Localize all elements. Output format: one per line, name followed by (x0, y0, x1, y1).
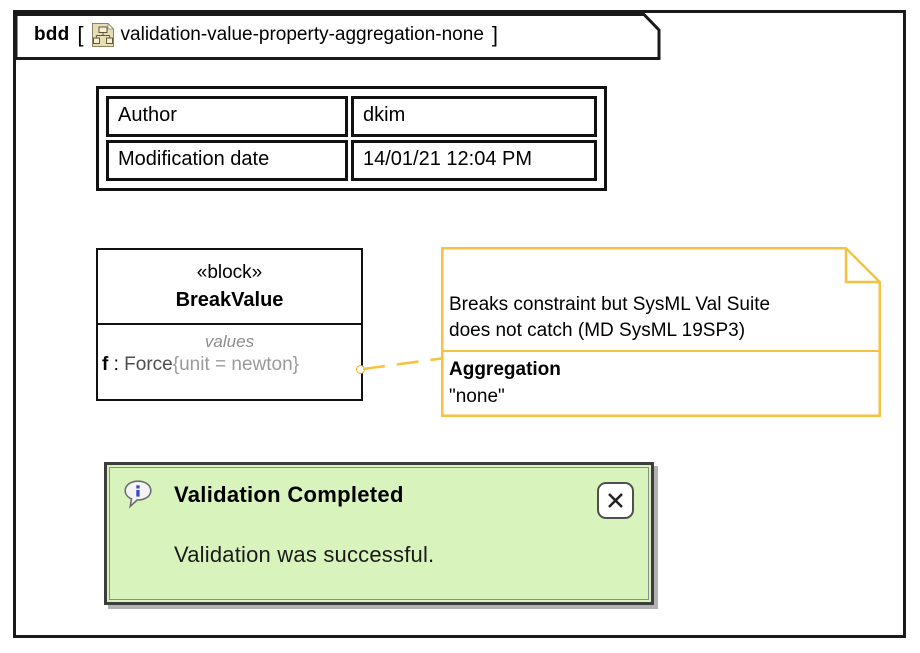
table-cell-key: Modification date (106, 140, 348, 181)
dialog-message: Validation was successful. (174, 542, 435, 567)
close-x-glyph (608, 493, 623, 508)
note-tag-name: Aggregation (449, 359, 561, 380)
diagram-frame: bdd [ validation-value-property-aggregat… (13, 10, 906, 638)
note-shape-with-folded-corner (441, 247, 881, 417)
value-property-unit-constraint: {unit = newton} (172, 354, 299, 375)
value-property-row[interactable]: f : Force{unit = newton} (98, 354, 361, 376)
table-row: Modification date 14/01/21 12:04 PM (106, 140, 597, 181)
table-row: Author dkim (106, 96, 597, 137)
table-cell-key: Author (106, 96, 348, 137)
table-cell-value: dkim (351, 96, 597, 137)
note-body-line: does not catch (MD SysML 19SP3) (449, 320, 746, 341)
validation-notification-dialog[interactable]: Validation Completed Validation was succ… (104, 462, 654, 605)
diagram-header-tab-shape (16, 13, 661, 60)
note-link-dashed-line (363, 356, 445, 371)
diagram-name-label: validation-value-property-aggregation-no… (120, 24, 484, 45)
value-property-name: f (102, 354, 109, 375)
note-body-text: Breaks constraint but SysML Val Suite do… (449, 292, 873, 344)
block-name-compartment: «block» BreakValue (98, 250, 361, 325)
diagram-header-tab: bdd [ validation-value-property-aggregat… (16, 13, 661, 60)
bracket-open: [ (77, 22, 84, 47)
diagram-kind-label: bdd (34, 24, 70, 45)
diagram-info-table-grid: Author dkim Modification date 14/01/21 1… (103, 93, 600, 184)
values-compartment-label: values (204, 332, 255, 351)
close-icon[interactable] (597, 482, 634, 519)
block-definition-diagram-icon (91, 23, 114, 47)
value-property-separator: : (108, 354, 125, 375)
note-tag-value: "none" (449, 386, 505, 407)
dialog-title: Validation Completed (174, 482, 404, 507)
diagram-info-table: Author dkim Modification date 14/01/21 1… (96, 86, 607, 191)
table-cell-value: 14/01/21 12:04 PM (351, 140, 597, 181)
block-name-label: BreakValue (175, 288, 284, 311)
note-tag-section: Aggregation "none" (449, 356, 873, 410)
note-body-line: Breaks constraint but SysML Val Suite (449, 294, 771, 315)
bracket-close: ] (491, 22, 499, 47)
dialog-inner-border (109, 467, 649, 600)
info-balloon-icon (124, 480, 152, 509)
block-values-compartment: values f : Force{unit = newton} (98, 325, 361, 399)
diagram-header-content: bdd [ validation-value-property-aggregat… (34, 13, 499, 57)
block-stereotype-label: «block» (196, 261, 263, 283)
comment-note-aggregation[interactable]: Breaks constraint but SysML Val Suite do… (441, 247, 881, 417)
block-node-breakvalue[interactable]: «block» BreakValue values f : Force{unit… (96, 248, 363, 401)
value-property-type: Force (124, 354, 173, 375)
